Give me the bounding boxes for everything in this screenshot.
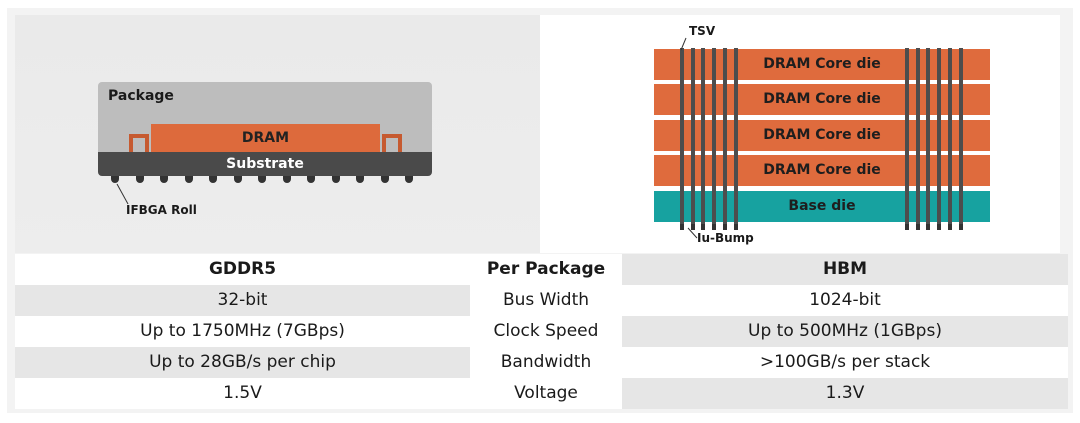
solder-ball: [184, 176, 193, 183]
header-hbm: HBM: [622, 254, 1068, 285]
solder-ball: [380, 176, 389, 183]
solder-ball: [356, 176, 364, 183]
micro-bump: [733, 224, 738, 230]
hbm-value: >100GB/s per stack: [622, 347, 1068, 378]
dram-core-die: DRAM Core die: [654, 120, 990, 151]
tsv-column: [701, 48, 706, 224]
solder-ball: [258, 176, 266, 183]
dram-core-die: DRAM Core die: [654, 84, 990, 115]
solder-ball: [160, 176, 168, 183]
solder-ball: [282, 176, 291, 183]
micro-bump: [947, 224, 952, 230]
solder-ball: [307, 176, 315, 183]
gddr5-value: 1.5V: [15, 378, 470, 409]
micro-bump: [722, 224, 727, 230]
bump-label: Iu-Bump: [697, 231, 754, 245]
base-die: Base die: [654, 191, 990, 222]
micro-bump: [690, 224, 695, 230]
tsv-column: [947, 48, 952, 224]
solder-ball: [135, 176, 144, 183]
package-label: Package: [108, 88, 174, 104]
bond-wire-left: [129, 134, 149, 152]
gddr5-value: Up to 28GB/s per chip: [15, 347, 470, 378]
micro-bump: [937, 224, 942, 230]
solder-ball: [405, 176, 413, 183]
gddr5-value: 32-bit: [15, 285, 470, 316]
tsv-column: [958, 48, 963, 224]
ball-leader-line: [116, 183, 129, 205]
tsv-column: [680, 48, 684, 224]
tsv-column: [690, 48, 695, 224]
hbm-value: Up to 500MHz (1GBps): [622, 316, 1068, 347]
tsv-column: [926, 48, 931, 224]
micro-bump: [915, 224, 920, 230]
metric-label: Bandwidth: [470, 347, 622, 378]
header-per-package: Per Package: [470, 254, 622, 285]
metric-label: Bus Width: [470, 285, 622, 316]
ifbga-label: IFBGA Roll: [126, 203, 197, 217]
tsv-column: [937, 48, 942, 224]
metric-label: Voltage: [470, 378, 622, 409]
dram-core-die: DRAM Core die: [654, 155, 990, 186]
solder-ball: [331, 176, 340, 183]
micro-bump: [712, 224, 717, 230]
substrate: Substrate: [98, 152, 432, 176]
tsv-column: [733, 48, 738, 224]
micro-bump: [680, 224, 684, 230]
tsv-column: [712, 48, 717, 224]
solder-ball: [111, 176, 119, 183]
dram-die: DRAM: [151, 124, 380, 152]
hbm-leader-lines: [680, 37, 698, 239]
micro-bump: [926, 224, 931, 230]
tsv-column: [905, 48, 909, 224]
bond-wire-right: [382, 134, 402, 152]
micro-bump: [958, 224, 963, 230]
tsv-column: [722, 48, 727, 224]
hbm-value: 1.3V: [622, 378, 1068, 409]
tsv-label: TSV: [689, 24, 716, 38]
header-gddr5: GDDR5: [15, 254, 470, 285]
solder-ball: [209, 176, 217, 183]
tsv-column: [915, 48, 920, 224]
dram-core-die: DRAM Core die: [654, 49, 990, 80]
gddr5-value: Up to 1750MHz (7GBps): [15, 316, 470, 347]
hbm-value: 1024-bit: [622, 285, 1068, 316]
metric-label: Clock Speed: [470, 316, 622, 347]
micro-bump: [701, 224, 706, 230]
micro-bump: [905, 224, 909, 230]
solder-ball: [233, 176, 242, 183]
